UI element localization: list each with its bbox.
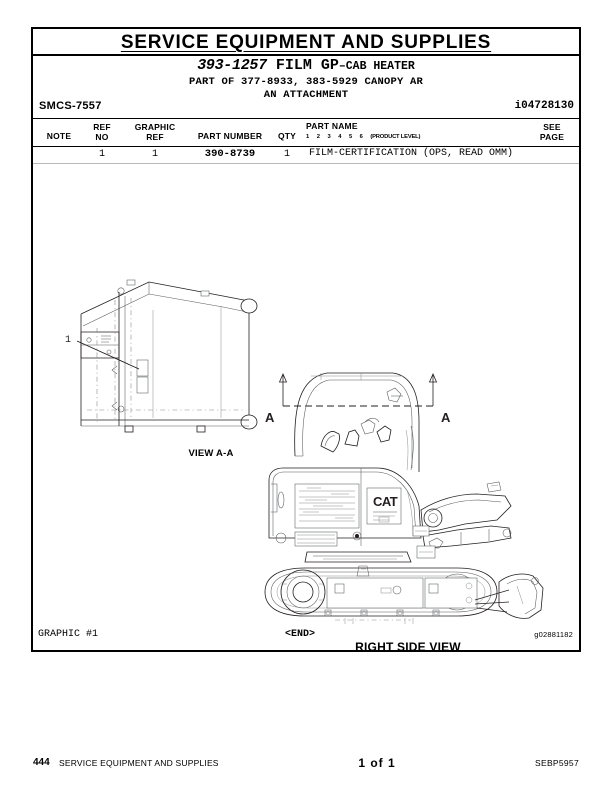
view-a-a-drawing: 1 [65,279,258,433]
footer-pager: 1 of 1 [358,756,396,770]
assembly-qualifier: CAB HEATER [345,60,415,73]
column-header-part-name: PART NAME [306,121,358,131]
column-header-ref-no-line1: REF [93,122,111,132]
assembly-title: 393-1257 FILM GP–CAB HEATER [33,57,579,74]
column-header-see-page-line1: SEE [543,122,561,132]
page-footer: 444 SERVICE EQUIPMENT AND SUPPLIES 1 of … [31,756,581,775]
product-level-2: 2 [316,134,320,140]
product-level-label: (PRODUCT LEVEL) [370,134,421,140]
column-header-note: NOTE [46,131,72,141]
column-header-part-number: PART NUMBER [197,131,263,141]
end-marker: <END> [284,629,315,640]
assembly-title-spacer [267,57,276,74]
table-header-rule [33,146,579,147]
table-row-graphic-ref: 1 [151,149,158,160]
right-side-view-caption: RIGHT SIDE VIEW [355,640,461,654]
table-row-rule [33,163,579,164]
assembly-dash: – [338,60,346,73]
svg-text:CAT: CAT [373,494,398,509]
column-header-qty: QTY [277,131,297,141]
table-row-part-name: FILM-CERTIFICATION (OPS, READ OMM) [309,148,514,159]
column-header-graphic-ref-line1: GRAPHIC [134,122,176,132]
callout-number-1: 1 [65,335,71,346]
section-mark-right-a: A [441,410,451,425]
product-level-3: 3 [327,134,331,140]
smcs-code: SMCS-7557 [39,100,102,112]
table-row-ref-no: 1 [98,149,105,160]
assembly-part-number: 393-1257 [197,57,267,74]
footer-publication: SEBP5957 [535,758,579,768]
graphic-id: g02881182 [534,630,573,639]
column-header-ref-no-line2: NO [95,131,109,142]
assembly-part-of-line: PART OF 377-8933, 383-5929 CANOPY AR [188,76,424,88]
product-level-5: 5 [348,134,353,140]
table-row-part-number[interactable]: 390-8739 [204,148,256,160]
cat-logo: CAT [366,487,402,525]
footer-section-name: SERVICE EQUIPMENT AND SUPPLIES [59,758,219,768]
smcs-row: SMCS-7557 i04728130 [33,100,579,117]
column-header-see-page-line2: PAGE [539,131,565,142]
section-header-band: SERVICE EQUIPMENT AND SUPPLIES [33,29,579,56]
graphic-label: GRAPHIC #1 [38,629,99,640]
footer-page-number: 444 [33,757,50,768]
product-level-4: 4 [338,134,342,140]
assembly-attachment-line: AN ATTACHMENT [263,89,349,101]
document-id: i04728130 [514,100,574,112]
product-level-6: 6 [359,134,363,140]
assembly-name: FILM GP [275,57,339,74]
drawing-area: 1 VIEW A-A A A [33,165,579,654]
section-mark-left-a: A [265,410,275,425]
page-title: SERVICE EQUIPMENT AND SUPPLIES [120,32,492,53]
view-a-a-caption: VIEW A-A [188,448,234,459]
right-side-view-drawing: A A [264,372,544,624]
column-header-graphic-ref-line2: REF [146,131,164,142]
assembly-title-block: 393-1257 FILM GP–CAB HEATER PART OF 377-… [33,57,579,101]
table-row-qty: 1 [283,149,290,160]
table-top-rule [33,118,579,119]
page-border-frame: SERVICE EQUIPMENT AND SUPPLIES 393-1257 … [31,27,581,654]
product-level-1: 1 [306,134,310,140]
